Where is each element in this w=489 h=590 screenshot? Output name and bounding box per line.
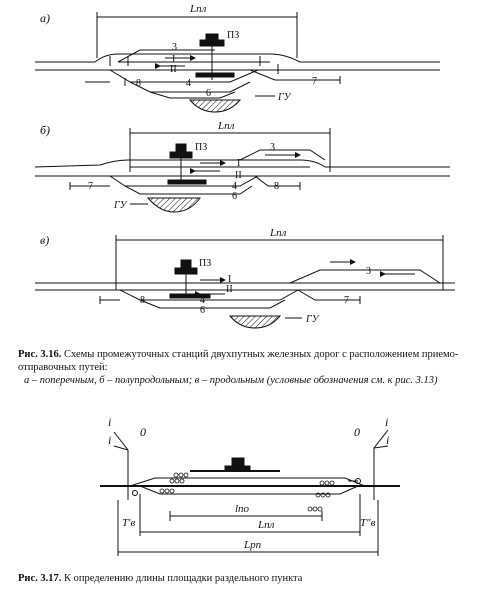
panel-b-cargo-label: ГУ — [113, 200, 128, 211]
panel-b-track-6: 6 — [232, 191, 237, 202]
panel-a-track-4: 4 — [186, 78, 191, 89]
panel-a-length-label: Lпл — [189, 3, 207, 15]
panel-c-track-7: 7 — [344, 295, 349, 306]
panel-c-track-II: II — [226, 284, 233, 295]
panel-c-cargo-label: ГУ — [305, 314, 320, 325]
fig317-right-zero: 0 — [354, 425, 360, 439]
panel-c-track-I: I — [228, 274, 231, 285]
panel-a-track-3: 3 — [172, 42, 177, 53]
fig316-caption-text: Схемы промежуточных станций двухпутных ж… — [18, 349, 459, 373]
panel-b-track-I: I — [237, 158, 240, 169]
panel-a-track-II: II — [170, 64, 177, 75]
panel-b: б) Lпл ПЗ ГУ 3 I II 4 6 7 8 — [34, 120, 450, 213]
fig317-t-right: T″в — [360, 517, 376, 529]
panel-a-track-7: 7 — [312, 76, 317, 87]
panel-c-track-3: 3 — [366, 266, 371, 277]
panel-b-building-label: ПЗ — [195, 142, 207, 153]
fig317-right-i-bottom: i — [386, 433, 389, 447]
panel-c-length-label: Lпл — [269, 227, 287, 239]
panel-b-track-3: 3 — [270, 142, 275, 153]
panel-b-track-II: II — [235, 170, 242, 181]
panel-c-track-6: 6 — [200, 305, 205, 316]
panel-c-building-label: ПЗ — [199, 258, 211, 269]
panel-b-track-7: 7 — [88, 181, 93, 192]
fig317-left-i-top: i — [108, 415, 111, 429]
panel-a-letter: а) — [40, 11, 50, 25]
panel-a-track-8: 8 — [136, 78, 141, 89]
fig317-left-i-bottom: i — [108, 433, 111, 447]
fig316-caption-label: Рис. 3.16. — [18, 349, 62, 360]
panel-c-track-8: 8 — [140, 295, 145, 306]
fig317-l-po: lпо — [235, 503, 250, 515]
panel-c: в) Lпл ПЗ ГУ 3 I II 4 6 7 8 — [35, 227, 455, 329]
fig317-right-i-top: i — [385, 415, 388, 429]
fig317-caption-label: Рис. 3.17. — [18, 573, 62, 584]
fig316-subcaption: а – поперечным, б – полупродольным; в – … — [24, 375, 438, 386]
panel-a-track-6: 6 — [206, 88, 211, 99]
fig317-caption: Рис. 3.17. К определению длины площадки … — [18, 573, 478, 584]
fig317-caption-text: К определению длины площадки раздельного… — [64, 573, 303, 584]
panel-b-letter: б) — [40, 123, 50, 137]
fig317-left-zero: 0 — [140, 425, 146, 439]
fig317-diagram: i i 0 0 i i lпо — [100, 415, 400, 556]
fig316-caption: Рис. 3.16. Схемы промежуточных станций д… — [18, 348, 478, 374]
panel-a: а) Lпл ПЗ ГУ 3 I II 4 6 — [35, 3, 440, 113]
panel-a-cargo-label: ГУ — [277, 92, 292, 103]
panel-c-letter: в) — [40, 233, 49, 247]
panel-a-track-I: I — [172, 54, 175, 65]
panel-a-building-label: ПЗ — [227, 30, 239, 41]
fig317-l-rp: Lрп — [243, 539, 262, 551]
panel-b-length-label: Lпл — [217, 120, 235, 132]
panel-b-track-8: 8 — [274, 181, 279, 192]
fig317-l-pl: Lпл — [257, 519, 275, 531]
fig317-t-left: T′в — [122, 517, 136, 529]
panel-b-track-4: 4 — [232, 181, 237, 192]
panel-c-track-4: 4 — [200, 295, 205, 306]
